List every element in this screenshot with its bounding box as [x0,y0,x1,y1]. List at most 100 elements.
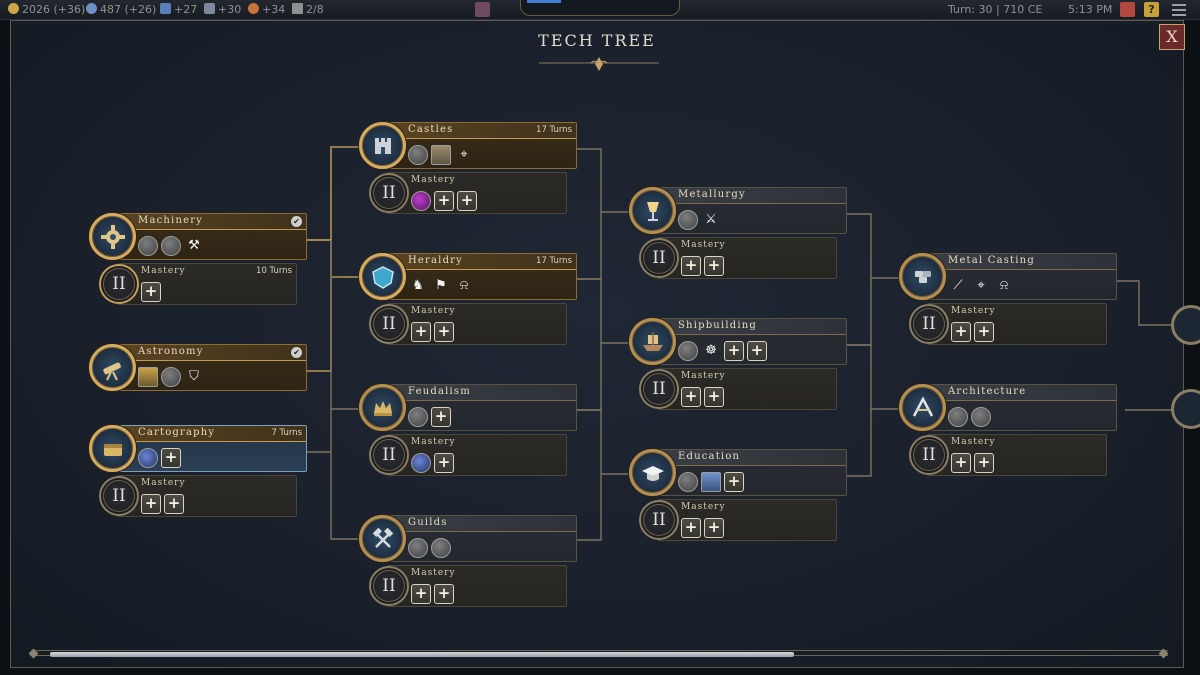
notification-icon[interactable] [475,2,490,17]
tech-card[interactable]: Guilds [377,515,577,562]
plus-icon[interactable]: + [974,453,994,473]
tech-heraldry[interactable]: Heraldry 17 Turns ♞ ⚑ ⍾ Mastery + + II [359,253,577,345]
tech-card[interactable]: Metallurgy ⚔ [647,187,847,234]
plus-icon[interactable]: + [681,518,701,538]
mastery-architecture[interactable]: Mastery + + II [909,434,1107,476]
tech-card[interactable]: Astronomy ✔ ⛉ [107,344,307,391]
plus-icon[interactable]: + [681,387,701,407]
unit-unlock-icon[interactable] [138,448,158,468]
mastery-castles[interactable]: Mastery + + II [369,172,567,214]
mastery-card[interactable]: Mastery + [387,434,567,476]
plus-icon[interactable]: + [704,256,724,276]
tech-card[interactable]: Shipbuilding ☸ + + [647,318,847,365]
mastery-metallurgy[interactable]: Mastery + + II [639,237,837,279]
building-unlock-icon[interactable] [948,407,968,427]
plus-icon[interactable]: + [431,407,451,427]
plus-icon[interactable]: + [161,448,181,468]
wave-unlock-icon[interactable]: ☸ [705,343,717,358]
plus-icon[interactable]: + [434,453,454,473]
mastery-card[interactable]: Mastery + + [927,434,1107,476]
influence-stat[interactable]: +34 [248,3,285,16]
plus-icon[interactable]: + [951,453,971,473]
improvement-unlock-icon[interactable] [161,236,181,256]
map-unlock-icon[interactable] [138,367,158,387]
mastery-card[interactable]: Mastery + + [387,565,567,607]
tech-castles[interactable]: Castles 17 Turns ⌖ Mastery + + II [359,122,577,214]
plus-icon[interactable]: + [974,322,994,342]
unit-unlock-icon[interactable] [138,236,158,256]
flag-unlock-icon[interactable]: ⚑ [435,278,447,293]
wonder-unlock-icon[interactable] [971,407,991,427]
plus-icon[interactable]: + [434,191,454,211]
mastery-machinery[interactable]: Mastery 10 Turns + II [99,263,297,305]
tech-card[interactable]: Cartography 7 Turns + [107,425,307,472]
crossbow-unlock-icon[interactable]: ⌖ [460,147,468,162]
plus-icon[interactable]: + [141,494,161,514]
tech-astronomy[interactable]: Astronomy ✔ ⛉ [89,344,307,436]
building-unlock-icon[interactable] [161,367,181,387]
plus-icon[interactable]: + [141,282,161,302]
tech-architecture[interactable]: Architecture Mastery + + II [899,384,1117,476]
plus-icon[interactable]: + [724,472,744,492]
tech-metal-casting[interactable]: Metal Casting ⟋ ⌖ ⍾ Mastery + + II [899,253,1117,345]
wall-unlock-icon[interactable] [431,145,451,165]
mastery-education[interactable]: Mastery + + II [639,499,837,541]
building-unlock-icon[interactable] [431,538,451,558]
plus-icon[interactable]: + [724,341,744,361]
tech-card[interactable]: Education + [647,449,847,496]
mastery-card[interactable]: Mastery 10 Turns + [117,263,297,305]
tech-card[interactable]: Metal Casting ⟋ ⌖ ⍾ [917,253,1117,300]
culture-stat[interactable]: +27 [160,3,197,16]
bell-unlock-icon[interactable]: ⍾ [999,278,1009,293]
wonder-unlock-icon[interactable] [701,472,721,492]
help-icon[interactable]: ? [1144,2,1159,17]
mastery-card[interactable]: Mastery + + [657,499,837,541]
mastery-card[interactable]: Mastery + + [657,237,837,279]
shield-unlock-icon[interactable]: ⛉ [189,369,199,384]
tech-card[interactable]: Feudalism + [377,384,577,431]
tech-card[interactable]: Architecture [917,384,1117,431]
horizontal-scrollbar-thumb[interactable] [50,652,794,657]
axe-unlock-icon[interactable]: ⚔ [705,212,717,227]
mastery-card[interactable]: Mastery + + [657,368,837,410]
plus-icon[interactable]: + [434,584,454,604]
plus-icon[interactable]: + [411,322,431,342]
crossbow-unlock-icon[interactable]: ⌖ [977,278,985,293]
mastery-card[interactable]: Mastery + + [387,303,567,345]
mastery-heraldry[interactable]: Mastery + + II [369,303,567,345]
plus-icon[interactable]: + [747,341,767,361]
siege-unlock-icon[interactable]: ⚒ [188,238,200,253]
mastery-card[interactable]: Mastery + + [387,172,567,214]
building-unlock-icon[interactable] [678,472,698,492]
settlements-stat[interactable]: 2/8 [292,3,324,16]
tech-feudalism[interactable]: Feudalism + Mastery + II [359,384,577,476]
unit-unlock-icon[interactable] [678,210,698,230]
sword-unlock-icon[interactable]: ⟋ [953,278,963,293]
menu-icon[interactable] [1172,4,1186,16]
unit-unlock-icon[interactable] [411,453,431,473]
building-unlock-icon[interactable] [408,538,428,558]
bell-unlock-icon[interactable]: ⍾ [459,278,469,293]
tech-shipbuilding[interactable]: Shipbuilding ☸ + + Mastery + + II [629,318,847,410]
mastery-metal-casting[interactable]: Mastery + + II [909,303,1107,345]
tech-card[interactable]: Castles 17 Turns ⌖ [377,122,577,169]
building-unlock-icon[interactable] [408,407,428,427]
gem-unlock-icon[interactable] [411,191,431,211]
knight-unlock-icon[interactable]: ♞ [412,278,424,293]
unit-unlock-icon[interactable] [678,341,698,361]
tech-education[interactable]: Education + Mastery + + II [629,449,847,541]
tech-metallurgy[interactable]: Metallurgy ⚔ Mastery + + II [629,187,847,279]
tech-card[interactable]: Heraldry 17 Turns ♞ ⚑ ⍾ [377,253,577,300]
mastery-shipbuilding[interactable]: Mastery + + II [639,368,837,410]
plus-icon[interactable]: + [704,387,724,407]
plus-icon[interactable]: + [411,584,431,604]
diplomacy-icon[interactable] [1120,2,1135,17]
offscreen-tech-emblem[interactable] [1171,389,1200,429]
tech-cartography[interactable]: Cartography 7 Turns + Mastery + + II [89,425,307,517]
plus-icon[interactable]: + [164,494,184,514]
tech-card[interactable]: Machinery ✔ ⚒ [107,213,307,260]
gold-stat[interactable]: 2026 (+36) [8,3,85,16]
close-button[interactable]: X [1159,24,1185,50]
science-stat[interactable]: 487 (+26) [86,3,156,16]
plus-icon[interactable]: + [704,518,724,538]
